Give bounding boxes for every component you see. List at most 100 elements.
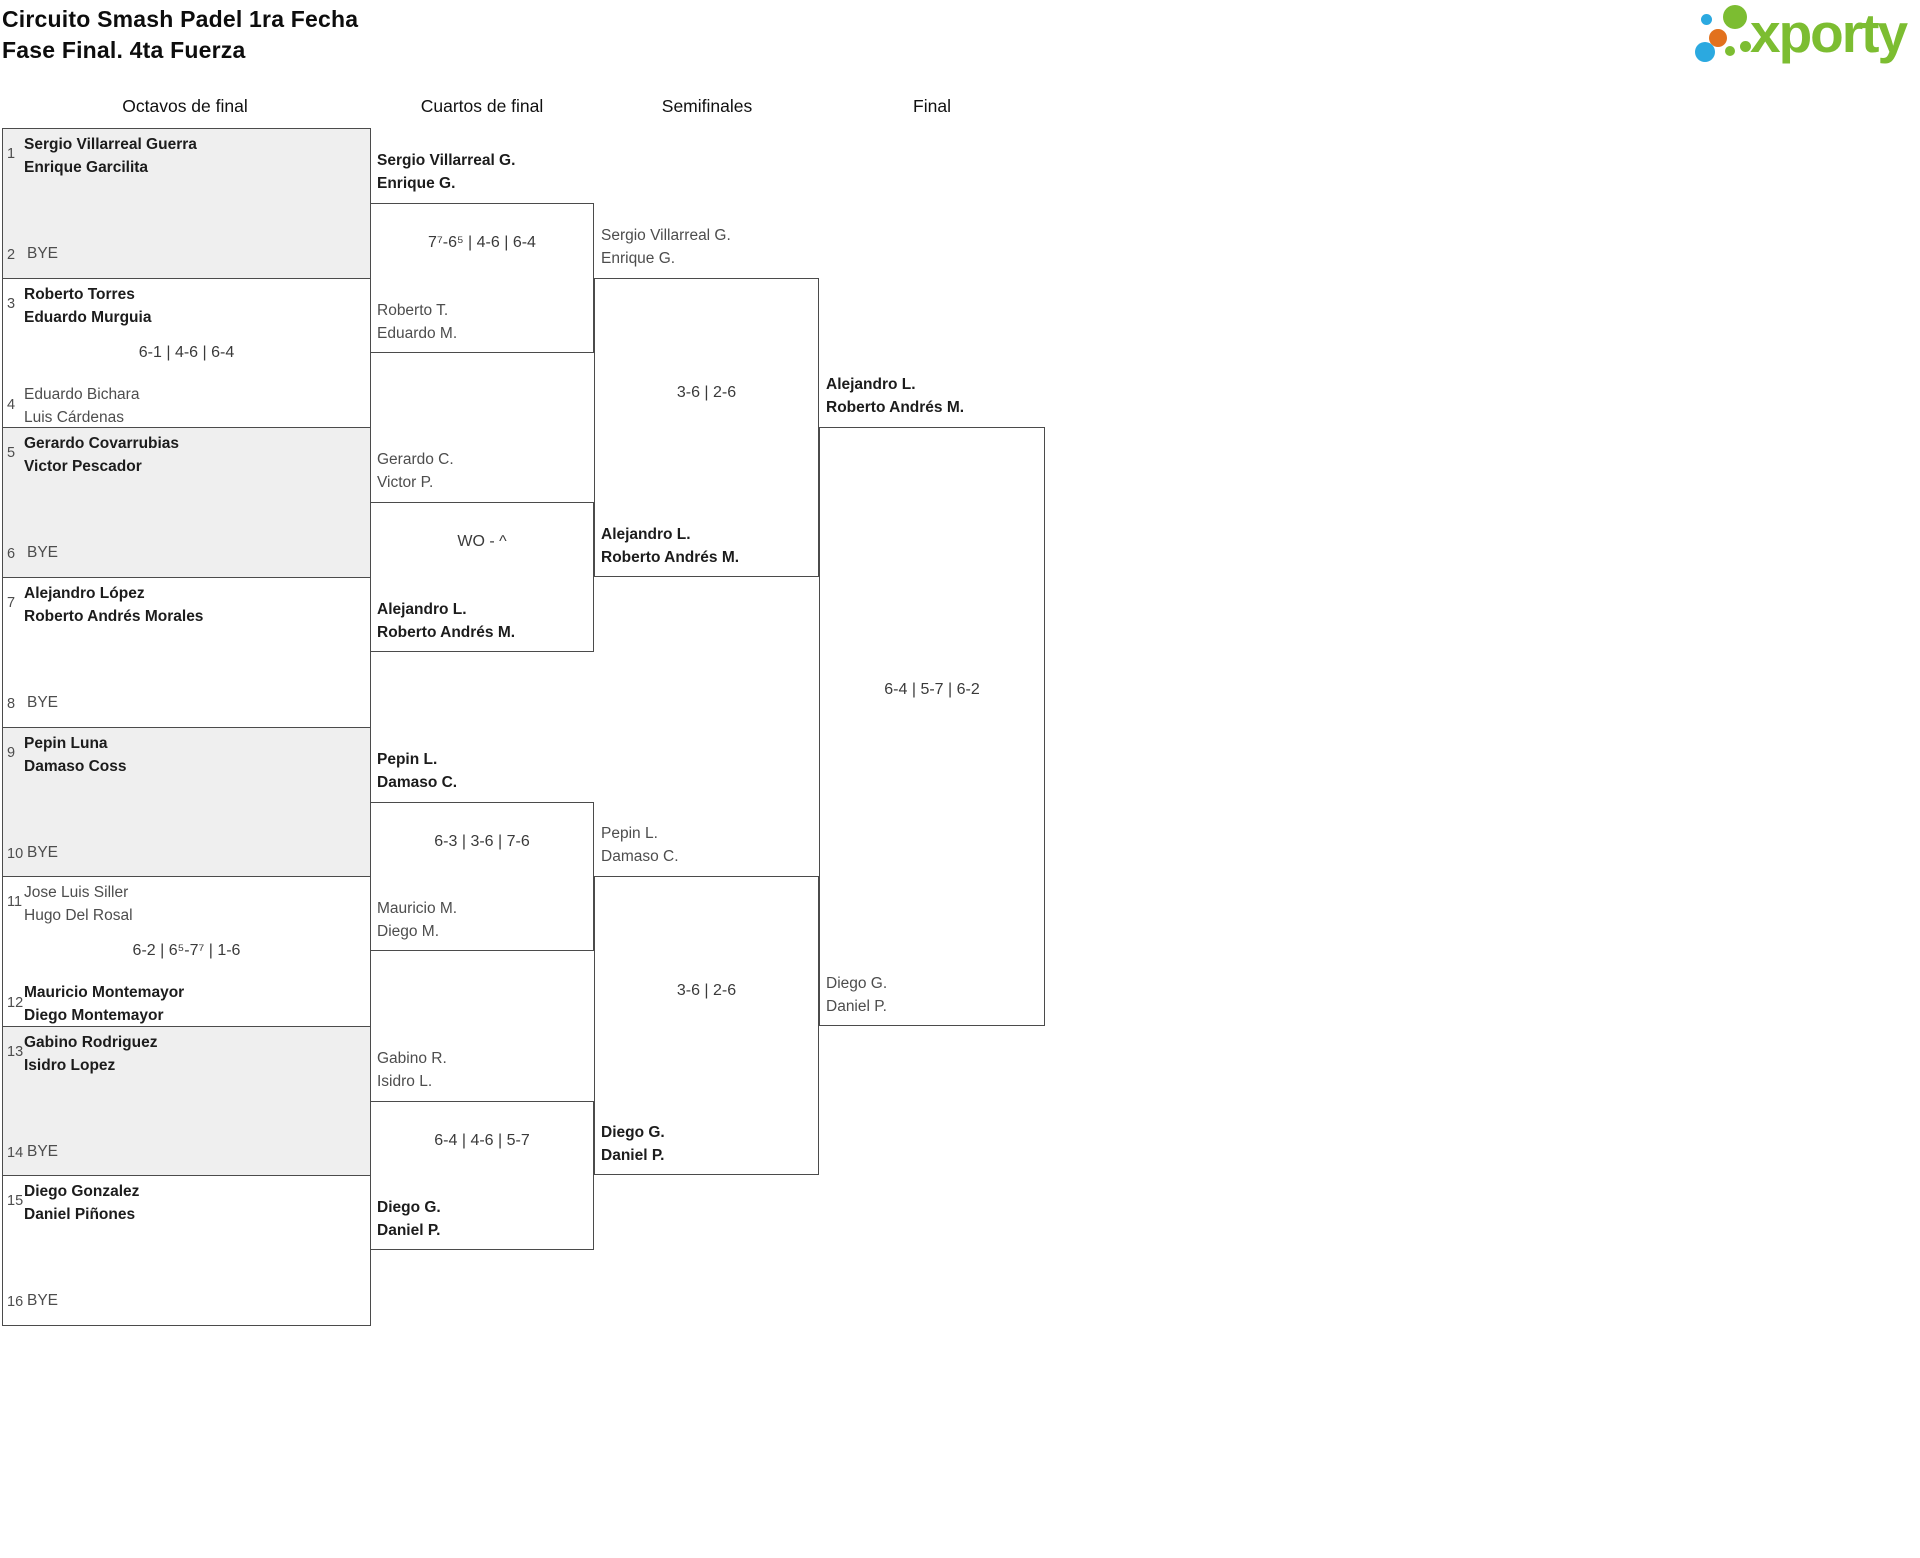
team-name-line: Eduardo Bichara (24, 386, 140, 403)
bye-label: BYE (27, 1292, 59, 1309)
logo-dot-orange (1709, 29, 1727, 47)
match-score: 3-6 | 2-6 (676, 982, 737, 999)
team-name: Pepin L. Damaso C. (601, 823, 679, 868)
seed-number: 13 (7, 1044, 24, 1060)
team-name: Sergio Villarreal G. Enrique G. (601, 225, 731, 270)
team-name-line: Diego Gonzalez (24, 1183, 140, 1200)
bye-label: BYE (27, 844, 59, 861)
team-name-line: Diego M. (377, 922, 440, 940)
match-score: WO - ^ (457, 533, 507, 550)
team-name-line: Pepin L. (601, 825, 658, 842)
logo-dot-green-right (1740, 41, 1751, 52)
team-name-line: Alejandro López (24, 585, 145, 602)
team-name-line: Sergio Villarreal G. (601, 227, 731, 244)
column-header-final: Final (913, 96, 951, 116)
team-name-line: Daniel Piñones (24, 1205, 136, 1223)
team-name-line: Pepin L. (377, 751, 438, 768)
seed-number: 15 (7, 1193, 24, 1209)
team-name-line: Gabino R. (377, 1050, 447, 1067)
cuartos-match-1 (370, 203, 594, 353)
team-name: Diego G.Daniel P. (601, 1122, 665, 1167)
logo-dot-green-bottom (1725, 46, 1735, 56)
team-name-line: Eduardo Murguia (24, 308, 152, 326)
seed-number: 14 (7, 1145, 24, 1161)
team-name-line: Sergio Villarreal G. (377, 152, 516, 169)
team-name-line: Daniel P. (601, 1146, 665, 1164)
team-name: Sergio Villarreal G.Enrique G. (377, 150, 515, 195)
seed-number: 1 (7, 146, 16, 162)
team-name: Diego G.Daniel P. (826, 973, 887, 1018)
semifinal-match-2 (594, 876, 819, 1175)
match-score: 6-4 | 5-7 | 6-2 (884, 681, 980, 698)
team-name-line: Roberto Torres (24, 286, 135, 303)
team-name-line: Isidro L. (377, 1072, 433, 1090)
seed-number: 8 (7, 696, 16, 712)
team-name: Alejandro L.Roberto Andrés M. (826, 374, 964, 419)
octavos-match-5 (2, 727, 371, 877)
tournament-title: Circuito Smash Padel 1ra Fecha Fase Fina… (2, 4, 358, 66)
team-name-line: Roberto Andrés M. (377, 623, 516, 641)
team-name-line: Damaso C. (601, 847, 679, 865)
column-header-semifinales: Semifinales (661, 96, 753, 116)
tournament-title-line2: Fase Final. 4ta Fuerza (2, 37, 246, 63)
team-name-line: Victor P. (377, 473, 434, 491)
seed-number: 16 (7, 1294, 24, 1310)
team-name: Pepin L. Damaso C. (377, 749, 457, 794)
team-name-line: Enrique Garcilita (24, 158, 149, 176)
team-name-line: Jose Luis Siller (24, 884, 129, 901)
team-name-line: Hugo Del Rosal (24, 906, 133, 924)
final-match (819, 427, 1045, 1026)
seed-number: 6 (7, 546, 16, 562)
team-name: Gabino R. Isidro L. (377, 1048, 447, 1093)
seed-number: 11 (7, 894, 23, 910)
column-header-cuartos: Cuartos de final (420, 96, 544, 116)
match-score: 6-1 | 4-6 | 6-4 (138, 344, 235, 361)
bye-label: BYE (27, 694, 59, 711)
team-name-line: Damaso C. (377, 773, 458, 791)
match-score: 3-6 | 2-6 (676, 384, 737, 401)
seed-number: 5 (7, 445, 16, 461)
team-name: Alejandro L.Roberto Andrés M. (601, 524, 739, 569)
team-name-line: Diego Montemayor (24, 1006, 164, 1024)
octavos-match-7 (2, 1026, 371, 1176)
octavos-match-1 (2, 128, 371, 279)
xporty-logo[interactable]: xporty (1693, 2, 1917, 74)
bye-label: BYE (27, 544, 59, 561)
team-name: Alejandro L.Roberto Andrés M. (377, 599, 515, 644)
seed-number: 4 (7, 397, 16, 413)
team-name: Roberto T.Eduardo M. (377, 300, 457, 345)
team-name-line: Roberto Andrés Morales (24, 607, 204, 625)
cuartos-match-4 (370, 1101, 594, 1250)
cuartos-match-2 (370, 502, 594, 652)
seed-number: 3 (7, 296, 16, 312)
seed-number: 10 (7, 846, 24, 862)
team-name-line: Mauricio Montemayor (24, 984, 185, 1001)
octavos-match-8 (2, 1175, 371, 1326)
team-name-line: Gerardo Covarrubias (24, 435, 180, 452)
team-name-line: Diego G. (826, 975, 888, 992)
team-name-line: Roberto T. (377, 302, 449, 319)
bye-label: BYE (27, 1143, 59, 1160)
team-name-line: Mauricio M. (377, 900, 458, 917)
team-name-line: Alejandro L. (826, 376, 916, 393)
logo-dot-blue-small (1701, 14, 1712, 25)
team-name-line: Daniel P. (377, 1221, 441, 1239)
team-name-line: Enrique G. (601, 249, 676, 267)
team-name-line: Gerardo C. (377, 451, 454, 468)
team-name: Diego G.Daniel P. (377, 1197, 441, 1242)
column-header-octavos: Octavos de final (122, 96, 248, 116)
seed-number: 2 (7, 247, 16, 263)
semifinal-match-1 (594, 278, 819, 577)
cuartos-match-3 (370, 802, 594, 951)
